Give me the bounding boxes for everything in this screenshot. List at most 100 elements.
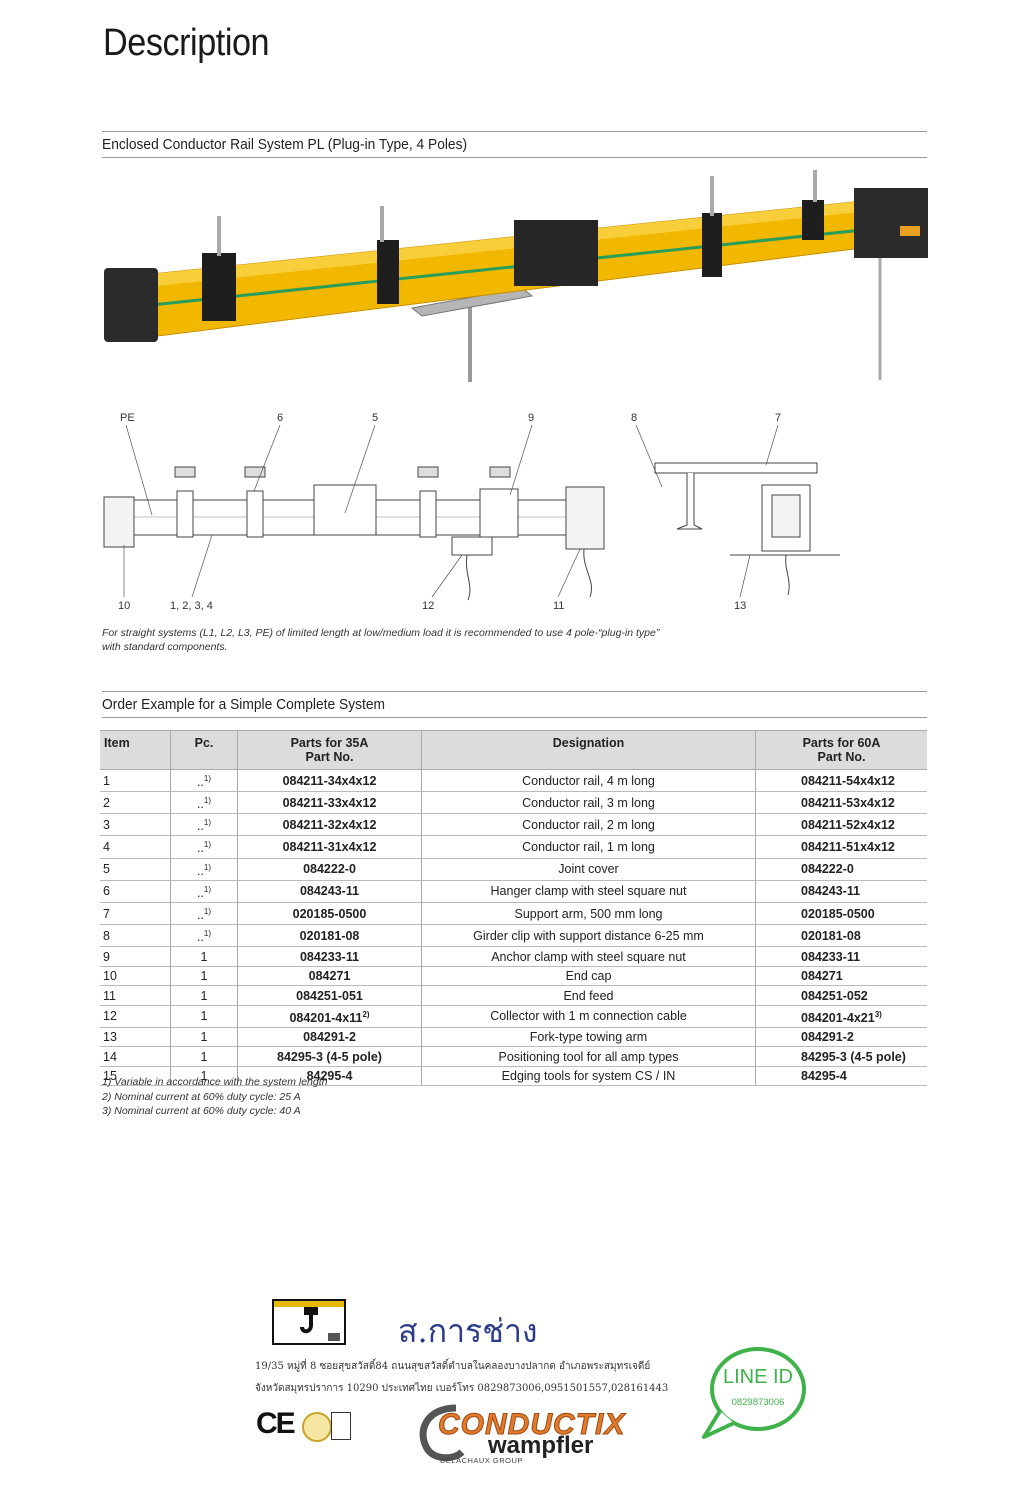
section-heading-system: Enclosed Conductor Rail System PL (Plug-… [102,131,927,158]
cell-item: 4 [100,835,171,859]
cell-item-text: 2 [103,795,110,810]
cell-part-35a-text: 084222-0 [303,862,356,877]
brand-group-text: DELACHAUX GROUP [440,1456,523,1465]
diagram-hanger [246,490,264,538]
cell-pc: 1 [170,1027,238,1048]
anchor-clamp [802,200,824,240]
cell-pc-text: .. [196,775,204,790]
cell-designation: Joint cover [421,858,756,881]
cell-item: 14 [100,1046,171,1067]
cell-part-35a: 084201-4x112) [237,1005,422,1028]
cell-pc-footnote-ref: 1) [203,906,212,916]
cell-item: 8 [100,924,171,948]
cell-part-60a: 020181-08 [755,924,927,948]
cell-part-35a: 084211-33x4x12 [237,791,422,815]
line-id-title: LINE ID [723,1366,793,1388]
cell-part-35a: 084233-11 [237,946,422,967]
cell-part-35a: 084243-11 [237,880,422,903]
end-cap [104,268,158,342]
brand-swoosh-icon [419,1404,465,1462]
cell-designation: End feed [421,985,756,1006]
diagram-collector-cable [465,554,471,601]
cell-pc: 1 [170,1046,238,1067]
cell-part-35a: 084211-34x4x12 [237,769,422,793]
brand-sub-text: wampfler [488,1432,594,1459]
cell-item-text: 14 [103,1049,117,1064]
diagram-hanger-bolt [174,466,196,478]
cell-part-35a: 084211-31x4x12 [237,835,422,859]
cell-part-60a-footnote-ref: 3) [874,1009,882,1019]
cell-item: 6 [100,880,171,903]
cell-pc: ..1) [170,924,238,948]
header-parts-35a-line2: Part No. [305,750,354,764]
header-parts-60a-line1: Parts for 60A [802,736,881,750]
diagram-cable [785,554,790,596]
cell-pc-footnote-ref: 1) [203,818,212,828]
cell-item-text: 7 [103,906,110,921]
cell-item-text: 10 [103,969,117,983]
cell-designation: Conductor rail, 4 m long [421,769,756,793]
diagram-hanger-bolt [417,466,439,478]
cell-pc: ..1) [170,902,238,926]
diagram-anchor-clamp [479,488,519,538]
cell-part-35a-text: 084201-4x11 [289,1010,363,1025]
cell-item-text: 12 [103,1009,117,1024]
cell-designation: Girder clip with support distance 6-25 m… [421,924,756,948]
cell-part-35a-text: 084211-33x4x12 [282,795,377,810]
diagram-anchor-bolt [489,466,511,478]
cell-part-60a-text: 84295-3 (4-5 pole) [801,1049,906,1064]
cell-item-text: 1 [103,773,110,788]
label-11: 11 [553,600,564,612]
warning-label [900,226,920,236]
diagram-end-feed [565,486,605,550]
cell-part-60a-text: 084251-052 [801,988,868,1003]
crane-hook-icon [274,1301,344,1341]
cell-pc-text: .. [196,885,204,900]
order-table: Item Pc. Parts for 35A Part No. Designat… [100,730,927,1087]
cell-part-60a-text: 084291-2 [801,1030,854,1045]
cell-pc-text: 1 [200,1069,208,1084]
cell-part-60a: 084211-52x4x12 [755,813,927,837]
diagram-note-line2: with standard components. [102,641,228,653]
cell-pc-text: 1 [200,949,208,964]
cell-designation-text: Positioning tool for all amp types [498,1049,679,1064]
footnotes: 1) Variable in accordance with the syste… [102,1075,327,1119]
cell-part-60a-text: 084211-51x4x12 [801,840,895,855]
cell-part-60a-text: 084201-4x21 [801,1010,875,1025]
conductix-wampfler-logo: CONDUCTIX wampfler DELACHAUX GROUP [416,1400,646,1466]
cell-part-60a: 084233-11 [755,946,927,967]
line-id-badge: LINE ID 0829873006 [700,1345,810,1440]
cell-designation-text: Joint cover [558,862,619,877]
leader-line [253,424,281,492]
label-13: 13 [734,600,746,612]
cell-pc-text: 1 [200,1049,208,1064]
cell-pc-text: .. [196,908,204,923]
header-parts-60a: Parts for 60A Part No. [755,730,927,770]
cell-pc: 1 [170,1005,238,1028]
cell-designation-text: Fork-type towing arm [529,1030,648,1045]
cell-pc: ..1) [170,813,238,837]
cell-part-35a: 020181-08 [237,924,422,948]
cell-pc-footnote-ref: 1) [203,862,212,872]
cell-designation-text: End cap [565,969,612,983]
cell-designation-text: Support arm, 500 mm long [514,906,663,921]
cell-designation-text: Anchor clamp with steel square nut [491,949,686,964]
cell-part-35a-text: 84295-3 (4-5 pole) [277,1049,382,1064]
cell-item: 5 [100,858,171,881]
leader-line [344,424,376,514]
cell-item: 3 [100,813,171,837]
ce-mark: CE [256,1407,296,1440]
cell-designation: Conductor rail, 1 m long [421,835,756,859]
end-feed-box [854,188,928,258]
cell-designation: Support arm, 500 mm long [421,902,756,926]
cell-part-60a-text: 084222-0 [801,862,854,877]
cell-pc-footnote-ref: 1) [203,929,212,939]
company-name-thai: ส.การช่าง [398,1312,538,1350]
cell-part-60a: 084291-2 [755,1027,927,1048]
cell-pc-text: .. [196,930,204,945]
diagram-hanger [176,490,194,538]
cell-part-35a: 020185-0500 [237,902,422,926]
cell-designation-text: Conductor rail, 4 m long [522,773,655,788]
cell-item: 15 [100,1066,171,1087]
